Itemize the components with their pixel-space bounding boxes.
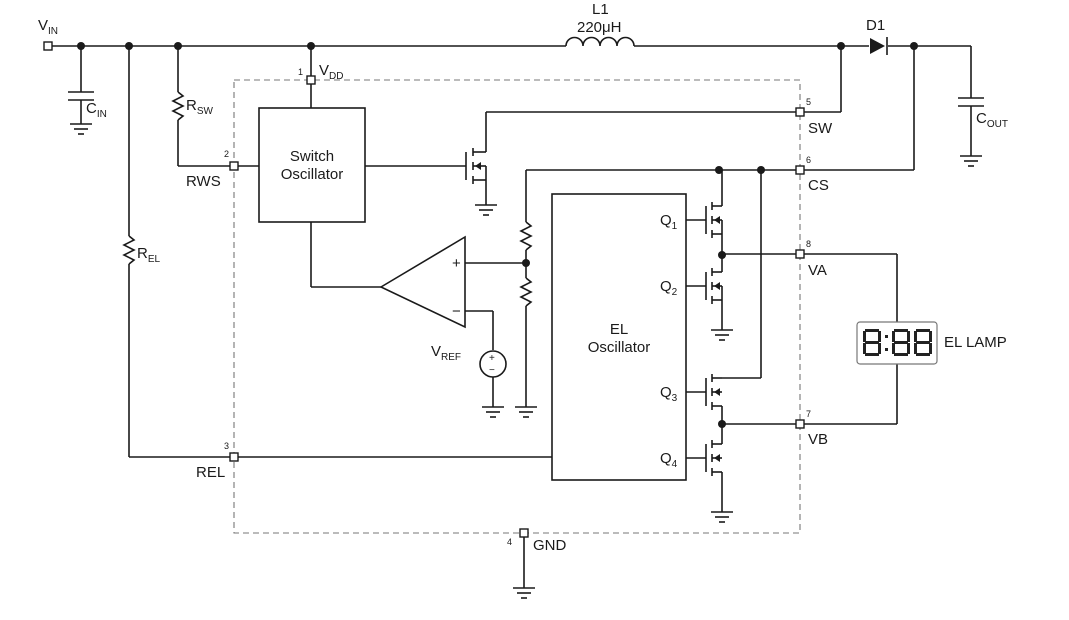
pin-8-terminal — [795, 249, 805, 259]
junction-dot — [522, 259, 530, 267]
pin-3-name: REL — [196, 464, 225, 481]
q4-subscript: 4 — [672, 459, 678, 470]
pin-4-number: 4 — [507, 537, 512, 547]
vref-minus-sign: − — [489, 365, 495, 376]
el-oscillator-line1: EL — [610, 321, 628, 338]
amp-minus-sign: − — [452, 303, 461, 320]
pin-5-terminal — [795, 107, 805, 117]
pin-2-name: RWS — [186, 173, 221, 190]
junction-dot — [715, 166, 723, 174]
feedback-divider — [515, 169, 796, 418]
cin-label: C — [86, 100, 97, 117]
q4-label: Q — [660, 450, 672, 467]
pin-8-name: VA — [808, 262, 827, 279]
rel-subscript: EL — [148, 254, 161, 265]
q1-label: Q — [660, 212, 672, 229]
junction-dot — [718, 251, 726, 259]
svg-text:VDD: VDD — [319, 62, 343, 82]
rsw-subscript: SW — [197, 106, 214, 117]
svg-text:Q3: Q3 — [660, 384, 678, 404]
vdd-label: V — [319, 62, 329, 79]
pin-1-number: 1 — [298, 67, 303, 77]
vin-terminal — [43, 41, 53, 51]
rel-label: R — [137, 245, 148, 262]
pin-3-terminal — [229, 452, 239, 462]
vref-source — [479, 350, 507, 418]
d1-label: D1 — [866, 17, 885, 34]
svg-text:Q1: Q1 — [660, 212, 678, 232]
pin-3-number: 3 — [224, 441, 229, 451]
q1-mosfet — [686, 170, 723, 255]
vdd-subscript: DD — [329, 71, 343, 82]
pin-4-terminal — [519, 528, 529, 538]
el-lamp-label: EL LAMP — [944, 334, 1007, 351]
el-lamp-wiring — [804, 253, 898, 425]
pin-5-name: SW — [808, 120, 833, 137]
cout-label: C — [976, 110, 987, 127]
svg-text:CIN: CIN — [86, 100, 107, 120]
svg-text:Q4: Q4 — [660, 450, 678, 470]
vref-label: V — [431, 343, 441, 360]
vref-plus-sign: + — [489, 353, 495, 364]
pin-6-terminal — [795, 165, 805, 175]
pin-7-name: VB — [808, 431, 828, 448]
ic-boundary — [233, 79, 801, 534]
cin-capacitor — [68, 46, 94, 135]
q1-subscript: 1 — [672, 221, 678, 232]
vin-subscript: IN — [48, 26, 58, 37]
q2-label: Q — [660, 278, 672, 295]
seven-segment-digits — [863, 329, 932, 356]
vref-subscript: REF — [441, 352, 461, 363]
svg-text:REL: REL — [137, 245, 161, 265]
pin-5-number: 5 — [806, 97, 811, 107]
q3-mosfet — [686, 170, 762, 424]
q2-subscript: 2 — [672, 287, 678, 298]
cout-subscript: OUT — [987, 119, 1008, 130]
q2-mosfet — [686, 255, 733, 341]
pin-2-number: 2 — [224, 149, 229, 159]
svg-text:VIN: VIN — [38, 17, 58, 37]
d1-diode — [870, 37, 888, 55]
error-amplifier — [310, 222, 526, 350]
q3-label: Q — [660, 384, 672, 401]
switch-oscillator-line2: Oscillator — [281, 166, 344, 183]
l1-value: 220μH — [577, 19, 622, 36]
l1-inductor — [565, 36, 635, 47]
pin-8-number: 8 — [806, 239, 811, 249]
q3-subscript: 3 — [672, 393, 678, 404]
cin-subscript: IN — [97, 109, 107, 120]
pin-6-name: CS — [808, 177, 829, 194]
pin-1-terminal — [306, 75, 316, 85]
pin-7-number: 7 — [806, 409, 811, 419]
ground-symbol — [513, 587, 535, 599]
rsw-resistor — [171, 46, 234, 167]
el-oscillator-block — [551, 193, 687, 481]
switch-oscillator-block — [258, 107, 366, 223]
svg-text:VREF: VREF — [431, 343, 461, 363]
vin-label: V — [38, 17, 48, 34]
rel-resistor — [122, 46, 552, 458]
rsw-label: R — [186, 97, 197, 114]
svg-text:COUT: COUT — [976, 110, 1008, 130]
switch-mosfet — [365, 111, 796, 216]
cout-capacitor — [958, 46, 984, 167]
pin-7-terminal — [795, 419, 805, 429]
l1-label: L1 — [592, 1, 609, 18]
pin-4-name: GND — [533, 537, 567, 554]
svg-text:Q2: Q2 — [660, 278, 678, 298]
amp-plus-sign: + — [452, 255, 461, 272]
pin-2-terminal — [229, 161, 239, 171]
el-oscillator-line2: Oscillator — [588, 339, 651, 356]
switch-oscillator-line1: Switch — [290, 148, 334, 165]
svg-text:RSW: RSW — [186, 97, 214, 117]
pin-6-number: 6 — [806, 155, 811, 165]
q4-mosfet — [686, 424, 733, 523]
